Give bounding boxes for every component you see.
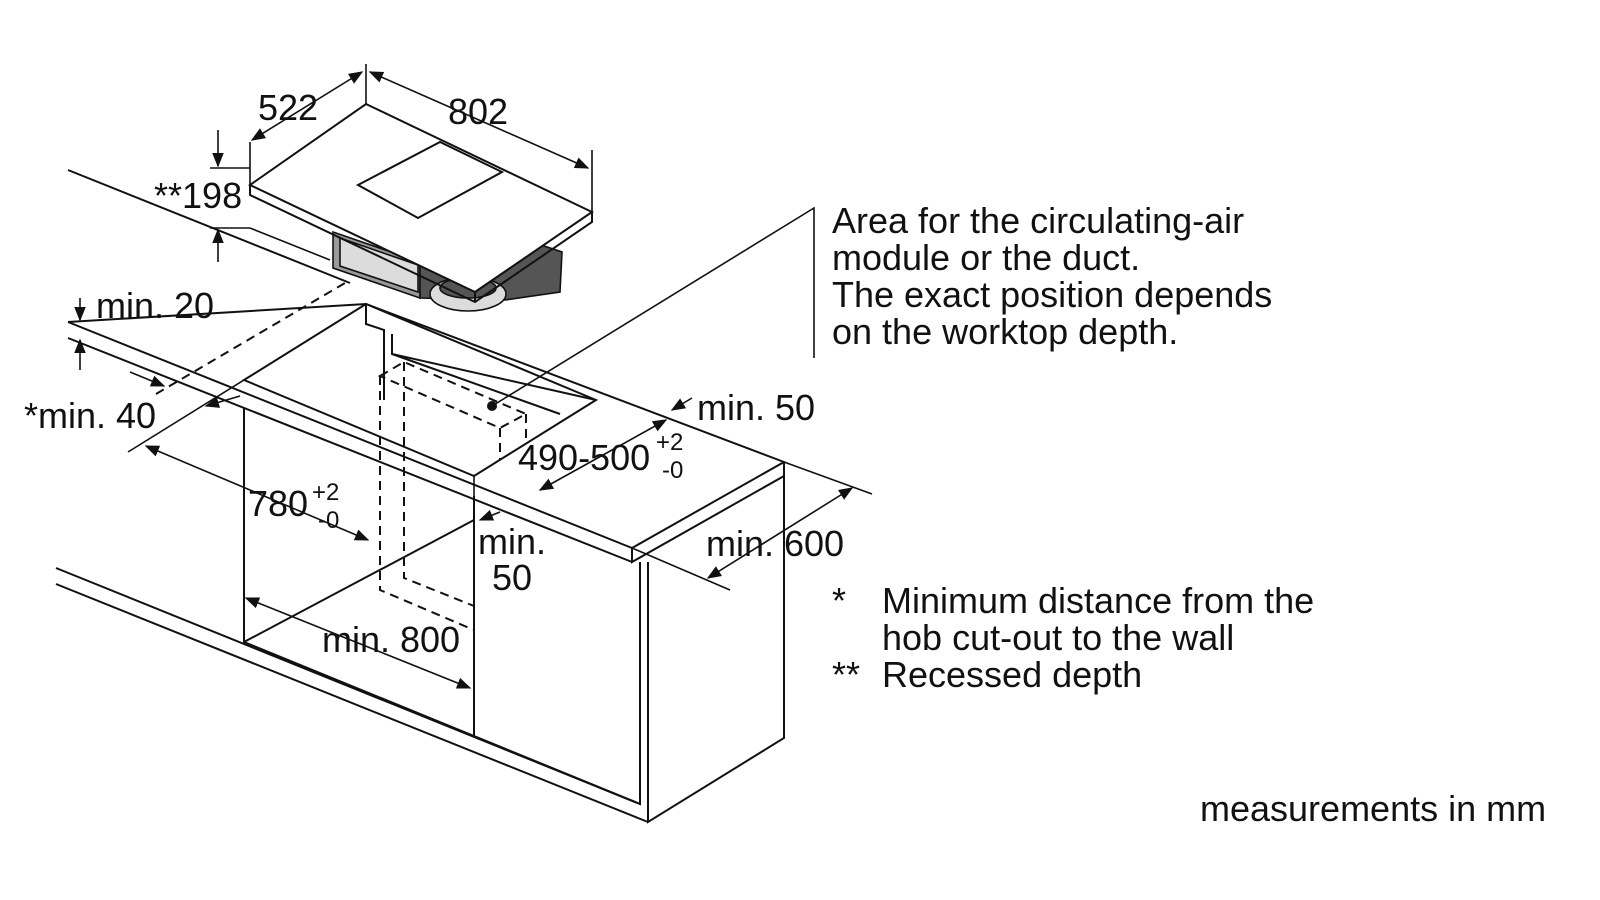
label-cutout-width-tol-minus: -0 xyxy=(318,507,339,534)
label-cutout-width: 780 xyxy=(248,483,308,524)
label-cutout-width-tol-plus: +2 xyxy=(312,479,339,506)
label-min-40: *min. 40 xyxy=(24,395,156,436)
legend-text-minimum-distance-line2: hob cut-out to the wall xyxy=(882,617,1235,658)
worktop-front-edge xyxy=(67,321,633,549)
area-note-line: Area for the circulating-air xyxy=(832,200,1245,241)
callout-leader xyxy=(491,206,815,407)
label-recessed-depth: **198 xyxy=(154,175,242,216)
label-hob-width: 802 xyxy=(448,91,508,132)
area-note: Area for the circulating-air module or t… xyxy=(832,202,1272,350)
dimension-labels: 522 802 **198 min. 20 *min. 40 min. 50 4… xyxy=(24,87,844,660)
hob-underbody-panel xyxy=(339,236,419,294)
module-area-top xyxy=(377,360,529,430)
cabinet-side xyxy=(647,476,785,824)
worktop-dimension-lines xyxy=(74,206,873,689)
legend-marker-single: * xyxy=(832,580,847,621)
area-note-line: The exact position depends xyxy=(832,274,1273,315)
cabinet-right-unit xyxy=(473,562,641,806)
label-min-50-right: min. 50 xyxy=(697,387,815,428)
plinth-line-top xyxy=(55,567,641,805)
cutout-ledge-lower xyxy=(391,353,561,415)
area-note-line: module or the duct. xyxy=(832,237,1141,278)
legend-text-minimum-distance-line1: Minimum distance from the xyxy=(882,580,1315,621)
units-note: measurements in mm xyxy=(1200,788,1547,829)
hob-reference-line xyxy=(67,169,351,284)
module-area-left xyxy=(379,376,475,631)
label-min-50-inner-line1: min. xyxy=(478,521,546,562)
plinth-line-bottom xyxy=(55,583,649,823)
label-min-20: min. 20 xyxy=(96,285,214,326)
area-note-line: on the worktop depth. xyxy=(832,311,1179,352)
module-area-back xyxy=(403,362,475,607)
hob-dimension-lines xyxy=(210,64,593,262)
label-cutout-depth: 490-500 xyxy=(518,437,650,478)
cutout-inner-wall xyxy=(365,304,385,400)
label-min-600: min. 600 xyxy=(706,523,844,564)
label-cutout-depth-tol-plus: +2 xyxy=(656,429,683,456)
legend-text-recessed-depth: Recessed depth xyxy=(882,654,1143,695)
label-cutout-depth-tol-minus: -0 xyxy=(662,457,683,484)
legend-marker-double: ** xyxy=(832,654,861,695)
label-min-50-inner-line2: 50 xyxy=(492,557,532,598)
label-hob-depth: 522 xyxy=(258,87,318,128)
projection-line xyxy=(155,282,346,395)
label-min-800: min. 800 xyxy=(322,619,460,660)
